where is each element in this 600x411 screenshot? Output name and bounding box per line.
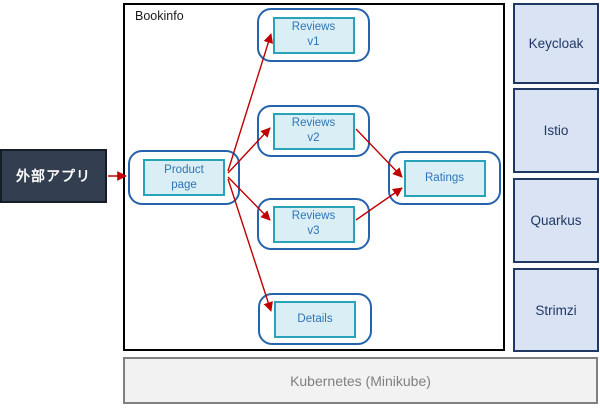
kubernetes-platform-label: Kubernetes (Minikube) <box>290 372 431 389</box>
sidebar-item-quarkus: Quarkus <box>513 178 599 263</box>
node-reviews-v3: Reviews v3 <box>257 198 370 250</box>
sidebar-item-keycloak: Keycloak <box>513 3 599 84</box>
node-reviews-v1: Reviews v1 <box>257 8 370 62</box>
node-product-page-label: Product page <box>143 159 225 196</box>
node-product-page: Product page <box>128 150 240 205</box>
external-app-box: 外部アプリ <box>0 149 107 203</box>
sidebar-item-keycloak-label: Keycloak <box>528 36 584 51</box>
node-details: Details <box>258 293 372 345</box>
bookinfo-frame-label: Bookinfo <box>135 9 184 23</box>
sidebar-item-strimzi-label: Strimzi <box>535 302 577 318</box>
external-app-label: 外部アプリ <box>16 168 91 184</box>
sidebar-item-istio-label: Istio <box>543 123 569 138</box>
node-reviews-v2-label: Reviews v2 <box>272 112 355 150</box>
node-reviews-v3-label: Reviews v3 <box>272 205 355 243</box>
kubernetes-platform-bar: Kubernetes (Minikube) <box>123 357 598 404</box>
sidebar-item-strimzi: Strimzi <box>513 268 599 352</box>
sidebar-item-istio: Istio <box>513 88 599 173</box>
node-reviews-v1-label: Reviews v1 <box>272 16 355 54</box>
node-reviews-v2: Reviews v2 <box>257 105 370 157</box>
node-ratings-label: Ratings <box>403 159 486 197</box>
node-ratings: Ratings <box>388 151 501 205</box>
sidebar-item-quarkus-label: Quarkus <box>530 213 582 228</box>
node-details-label: Details <box>274 300 356 338</box>
